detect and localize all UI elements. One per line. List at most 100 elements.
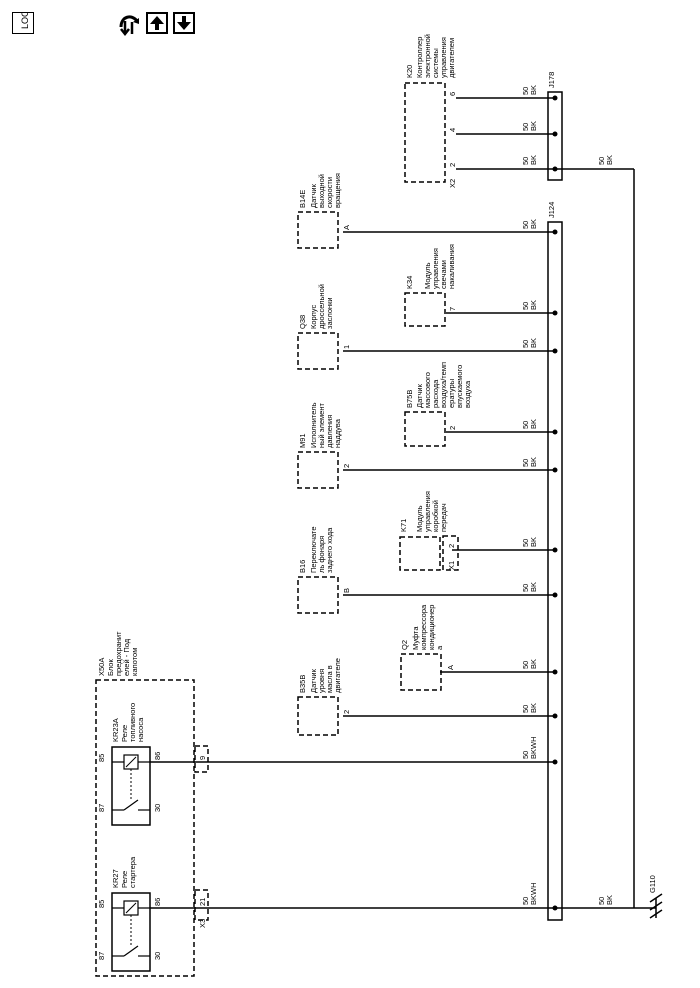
kr27-pin-30: 30: [153, 952, 162, 960]
k20-name-line: электронной: [423, 34, 432, 78]
x50a-name-line: капотом: [130, 648, 139, 676]
kr27-id: KR27: [111, 869, 120, 888]
splice-j124-label: J124: [547, 202, 556, 218]
ground-symbol: [649, 893, 663, 919]
wires: [119, 97, 656, 909]
m91-name-line: наддува: [333, 418, 342, 448]
kr23a-pin-30: 30: [153, 804, 162, 812]
q38-box: [297, 332, 339, 370]
arrow-up-button[interactable]: [146, 12, 168, 34]
k20-connector: X2: [448, 179, 457, 188]
k20-name-line: управления: [439, 37, 448, 78]
b14e-name-line: выходной: [317, 174, 326, 208]
b16-name-line: заднего хода: [325, 527, 334, 573]
connector-nav-button[interactable]: [116, 10, 142, 37]
x50a-name-line: предохранит: [114, 631, 123, 676]
b75b-name-line: впускаемого: [455, 365, 464, 408]
wire-gauge-label: 50: [521, 340, 530, 348]
splice-j178-label: J178: [547, 72, 556, 88]
x50a-name-line: Блок: [106, 659, 115, 676]
b75b-name-line: воздуха: [463, 380, 472, 408]
arrow-down-icon: [177, 16, 191, 30]
b16-name-line: ль фонаря: [317, 536, 326, 573]
k20-box: [404, 82, 446, 183]
kr23a-pin-87: 87: [97, 804, 106, 812]
k71-name-line: коробкой: [431, 500, 440, 532]
wire-gauge-label: 50: [521, 421, 530, 429]
wire-color-label: BK: [529, 537, 538, 547]
b75b-name-line: Датчик: [415, 383, 424, 408]
component-boxes: [95, 82, 459, 977]
b75b-name-line: воздуха/темп: [439, 362, 448, 408]
kr23a-pin-85: 85: [97, 754, 106, 762]
kr23a-name-line: топливного: [128, 703, 137, 742]
wire-gauge-label: 50: [521, 897, 530, 905]
m91-name-line: давления: [325, 415, 334, 448]
b35b-name-line: двигателе: [333, 658, 342, 693]
k71-pin: 2: [447, 544, 456, 548]
b14e-name-line: вращения: [333, 173, 342, 208]
k71-x1-box: [442, 535, 459, 571]
wire-color-label: BK: [605, 155, 614, 165]
b14e-pin: A: [342, 225, 351, 230]
wire-color-label: BK: [529, 338, 538, 348]
x50a-connector-x3: X3: [198, 919, 207, 928]
loc-button[interactable]: LOC: [12, 10, 34, 34]
q2-name-line: Муфта: [411, 626, 420, 650]
b14e-id: B14E: [298, 190, 307, 208]
wire-color-label: BK: [529, 703, 538, 713]
relay-kr27: [111, 892, 151, 972]
splice-bar-j124: [547, 221, 563, 921]
toolbar: LOC: [0, 0, 700, 40]
m91-name-line: ный элемент: [317, 403, 326, 448]
b16-id: B16: [298, 560, 307, 573]
x50a-conn-x3: [194, 889, 209, 921]
q2-id: Q2: [400, 640, 409, 650]
wire-color-label: BK: [529, 121, 538, 131]
q38-id: Q38: [298, 315, 307, 329]
b16-pin: B: [342, 588, 351, 593]
k20-name-line: двигателем: [447, 38, 456, 78]
kr23a-name-line: насоса: [136, 717, 145, 742]
kr27-pin-85: 85: [97, 900, 106, 908]
splice-dots: [552, 95, 558, 911]
b16-box: [297, 576, 339, 614]
b75b-name-line: расхода: [431, 379, 440, 408]
x50a-pin-21: 21: [198, 898, 207, 906]
wire-color-label: BKWH: [529, 883, 538, 906]
k71-box: [399, 536, 441, 571]
b75b-id: B75B: [405, 390, 414, 408]
arrow-down-button[interactable]: [173, 12, 195, 34]
kr27-name-line: Реле: [120, 871, 129, 888]
b75b-box: [404, 411, 446, 447]
k20-pin-2: 2: [448, 163, 457, 167]
b35b-name-line: уровня: [317, 669, 326, 693]
b14e-name-line: Датчик: [309, 183, 318, 208]
wire-gauge-label: 50: [521, 87, 530, 95]
wire-gauge-label: 50: [521, 459, 530, 467]
q38-name-line: заслонки: [325, 297, 334, 329]
b35b-name-line: масла в: [325, 665, 334, 693]
b35b-box: [297, 696, 339, 736]
wire-gauge-label: 50: [521, 302, 530, 310]
k34-pin: 7: [448, 307, 457, 311]
k34-name-line: накаливания: [447, 244, 456, 289]
wire-color-label: BK: [529, 419, 538, 429]
wire-gauge-label: 50: [521, 661, 530, 669]
k71-connector: X1: [447, 561, 456, 570]
wire-gauge-label: 50: [521, 157, 530, 165]
k34-box: [404, 292, 446, 327]
m91-pin: 2: [342, 464, 351, 468]
k34-name-line: свечами: [439, 260, 448, 289]
k34-name-line: управления: [431, 248, 440, 289]
arrow-up-icon: [150, 16, 164, 30]
k20-pin-4: 4: [448, 128, 457, 132]
kr23a-pin-86: 86: [153, 752, 162, 760]
q2-name-line: а: [435, 645, 444, 650]
k20-id: K20: [405, 65, 414, 78]
k20-pin-6: 6: [448, 92, 457, 96]
k34-name-line: Модуль: [423, 262, 432, 289]
relay-kr23a: [111, 746, 151, 826]
k34-id: K34: [405, 276, 414, 289]
